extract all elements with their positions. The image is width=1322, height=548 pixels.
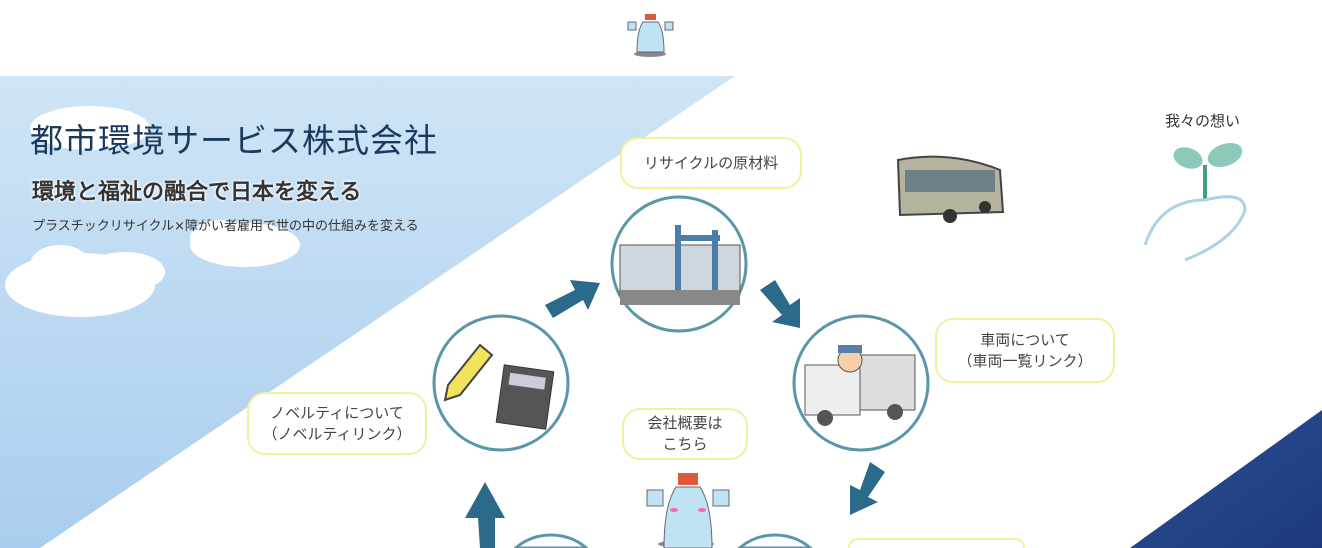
cycle-arrows — [465, 280, 885, 548]
factory-illustration — [619, 225, 741, 305]
novelty-link-bubble[interactable]: ノベルティについて （ノベルティリンク） — [247, 392, 427, 455]
our-thoughts-link[interactable]: 我々の想い — [1165, 112, 1241, 130]
company-link-bubble[interactable]: 会社概要は こちら — [622, 408, 748, 460]
vehicles-sublabel: （車両一覧リンク） — [957, 351, 1093, 370]
bus-illustration — [896, 155, 1005, 223]
catchphrase: 環境と福祉の融合で日本を変える — [32, 180, 362, 205]
plant-hand-illustration — [1143, 142, 1247, 262]
pencil-calculator-illustration — [443, 343, 555, 430]
vehicles-link-bubble[interactable]: 車両について （車両一覧リンク） — [935, 318, 1115, 383]
recycle-link-bubble[interactable]: リサイクルの原材料 — [620, 137, 802, 189]
bottle-mascot-icon[interactable] — [627, 14, 674, 57]
clouds — [5, 106, 300, 317]
company-label: 会社概要は — [647, 414, 723, 432]
bottom-link-bubble[interactable] — [848, 538, 1025, 548]
subtitle: プラスチックリサイクル×障がい者雇用で世の中の仕組みを変える — [32, 219, 419, 234]
novelty-sublabel: （ノベルティリンク） — [262, 424, 412, 443]
vehicles-label: 車両について — [980, 330, 1070, 349]
company-mascot[interactable] — [646, 473, 730, 548]
novelty-label: ノベルティについて — [270, 403, 404, 422]
company-name: 都市環境サービス株式会社 — [30, 121, 438, 160]
recycle-label: リサイクルの原材料 — [643, 153, 779, 172]
company-sublabel: こちら — [662, 435, 708, 453]
truck-illustration — [804, 345, 916, 426]
